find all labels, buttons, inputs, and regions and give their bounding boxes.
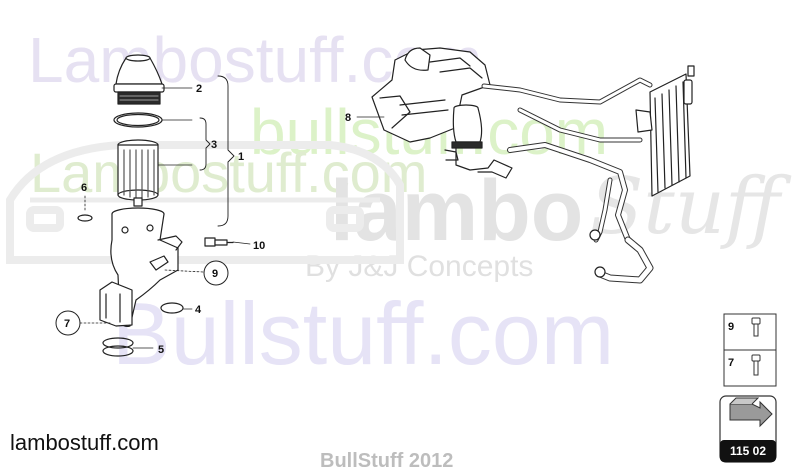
sensor-part	[204, 237, 234, 247]
coolant-pipes	[481, 77, 654, 284]
callout-2: 2	[196, 83, 202, 95]
filter-element-part	[117, 139, 159, 207]
seal-ring-part	[113, 112, 163, 128]
page-badge: 115 02	[719, 395, 777, 463]
page-code: 115 02	[730, 444, 766, 458]
callout-4: 4	[195, 304, 202, 316]
secondary-filter-part	[444, 104, 513, 179]
callout-9: 9	[212, 268, 218, 280]
legend-label-7: 7	[728, 357, 734, 369]
oil-cooler-part	[635, 65, 695, 197]
callout-circle-9	[203, 260, 229, 286]
bolt-icon-7	[751, 354, 761, 376]
callout-8: 8	[345, 112, 351, 124]
oil-tank-assembly-part	[371, 47, 491, 143]
callout-3: 3	[211, 139, 217, 151]
watermark-car-silhouette	[5, 141, 404, 264]
leader-lines	[79, 87, 385, 349]
seal-rings-part-5	[102, 337, 134, 357]
callout-circle-7	[55, 310, 81, 336]
arrow-icon	[729, 397, 773, 428]
callout-1: 1	[238, 151, 244, 163]
filter-housing-part	[99, 207, 183, 327]
bolt-icon-9	[751, 317, 761, 337]
o-ring-part-4	[160, 302, 184, 314]
callout-7: 7	[64, 318, 70, 330]
fastener-legend: 9 7	[723, 313, 777, 387]
legend-label-9: 9	[728, 321, 734, 333]
filter-cap-part	[113, 54, 165, 105]
footer-copyright: BullStuff 2012	[320, 450, 454, 472]
callout-6: 6	[81, 182, 87, 194]
group-brackets	[199, 75, 235, 227]
callout-10: 10	[253, 240, 265, 252]
small-o-ring-part	[77, 214, 93, 222]
callout-5: 5	[158, 344, 164, 356]
footer-site-label: lambostuff.com	[10, 430, 159, 455]
